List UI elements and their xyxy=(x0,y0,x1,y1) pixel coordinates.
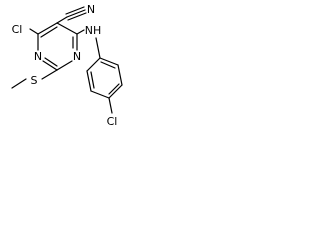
bond-ph3-ph4 xyxy=(90,90,110,99)
atom-label-nitrile-n: N xyxy=(87,3,95,16)
bond-n3-c2 xyxy=(56,60,73,71)
atom-label-cl-bottom: Cl xyxy=(107,115,118,128)
bond-ph5-ph6 xyxy=(117,64,123,86)
atom-label-ring-n1: N xyxy=(34,50,42,63)
bond-ph1-ph2 xyxy=(86,57,101,72)
bond-c2-n1 xyxy=(42,60,58,71)
bond-c6-cl xyxy=(29,28,39,35)
bond-ph6-ph1-double xyxy=(100,61,116,69)
bond-c6-c5-double xyxy=(40,26,58,38)
bond-nh-ph1 xyxy=(95,37,101,59)
bond-ph2-ph3-double xyxy=(90,71,95,89)
atom-label-sulfur: S xyxy=(31,74,38,87)
bond-c5-cnc xyxy=(56,16,68,24)
atom-label-ring-n3: N xyxy=(73,50,81,63)
bond-ph4-cl xyxy=(108,97,113,114)
bond-nitrile-2 xyxy=(65,6,85,15)
bond-ph6-ph1 xyxy=(99,57,119,66)
bond-s-ch3 xyxy=(11,78,27,89)
bond-ph4-ph5-double xyxy=(108,83,120,95)
bond-c6-c5 xyxy=(37,22,58,35)
bond-c5-c4 xyxy=(56,22,78,35)
bond-c4-nh xyxy=(76,29,85,35)
bond-nitrile-1 xyxy=(66,9,86,18)
atom-label-amine-nh: NH xyxy=(85,24,102,37)
bond-ph2-ph3 xyxy=(86,70,92,92)
bond-ph4-ph5 xyxy=(108,84,123,99)
molecule-structure: Cl N N N NH S Cl xyxy=(11,3,123,128)
atom-label-cl-top: Cl xyxy=(12,23,23,36)
bond-c2-s xyxy=(41,69,58,80)
bond-nitrile-3 xyxy=(67,12,87,21)
bond-c2-n1-double xyxy=(44,57,58,67)
